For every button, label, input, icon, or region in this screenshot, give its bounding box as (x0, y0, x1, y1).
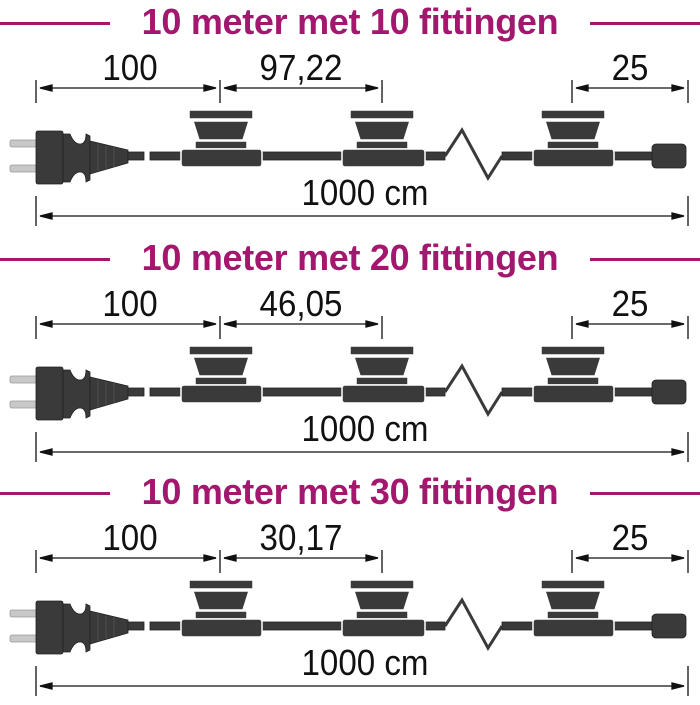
tail-length-label: 25 (611, 283, 649, 324)
section-30-fittings: 10 meter met 30 fittingen 100 30,17 25 1… (0, 470, 700, 705)
socket-fitting-last (532, 109, 615, 168)
total-length-label: 1000 cm (301, 172, 429, 213)
lead-length-label: 100 (102, 517, 158, 558)
light-string-drawing (9, 316, 689, 462)
total-length-label: 1000 cm (301, 408, 429, 449)
socket-fitting-2 (341, 345, 426, 404)
cable (127, 127, 687, 181)
total-length-label: 1000 cm (301, 642, 429, 683)
lead-length-label: 100 (102, 47, 158, 88)
spacing-length-label: 30,17 (259, 517, 343, 558)
tail-length-label: 25 (611, 47, 649, 88)
title-rule-left (0, 258, 110, 261)
socket-fitting-1 (180, 345, 263, 404)
title-rule-left (0, 492, 110, 495)
plug-icon (9, 130, 129, 185)
title-rule-left (0, 22, 110, 25)
socket-fitting-last (532, 345, 615, 404)
spacing-length-label: 46,05 (259, 283, 343, 324)
socket-fitting-1 (180, 579, 263, 638)
dimension-lines (35, 80, 689, 226)
socket-fitting-2 (341, 579, 426, 638)
section-title-row: 10 meter met 10 fittingen (0, 0, 700, 46)
title-rule-right (590, 258, 700, 261)
tail-length-label: 25 (611, 517, 649, 558)
cable (127, 363, 687, 417)
section-title: 10 meter met 30 fittingen (0, 471, 700, 513)
plug-icon (9, 366, 129, 421)
socket-fitting-1 (180, 109, 263, 168)
plug-icon (9, 600, 129, 655)
socket-fitting-2 (341, 109, 426, 168)
section-title: 10 meter met 10 fittingen (0, 1, 700, 43)
title-rule-right (590, 492, 700, 495)
section-10-fittings: 10 meter met 10 fittingen 100 97,22 25 1… (0, 0, 700, 235)
section-title: 10 meter met 20 fittingen (0, 237, 700, 279)
section-20-fittings: 10 meter met 20 fittingen 100 46,05 25 1… (0, 236, 700, 471)
section-title-row: 10 meter met 20 fittingen (0, 236, 700, 282)
dimension-lines (35, 316, 689, 462)
dimension-lines (35, 550, 689, 696)
socket-fitting-last (532, 579, 615, 638)
title-rule-right (590, 22, 700, 25)
light-string-drawing (9, 550, 689, 696)
section-title-row: 10 meter met 30 fittingen (0, 470, 700, 516)
spacing-length-label: 97,22 (259, 47, 343, 88)
light-string-drawing (9, 80, 689, 226)
lead-length-label: 100 (102, 283, 158, 324)
